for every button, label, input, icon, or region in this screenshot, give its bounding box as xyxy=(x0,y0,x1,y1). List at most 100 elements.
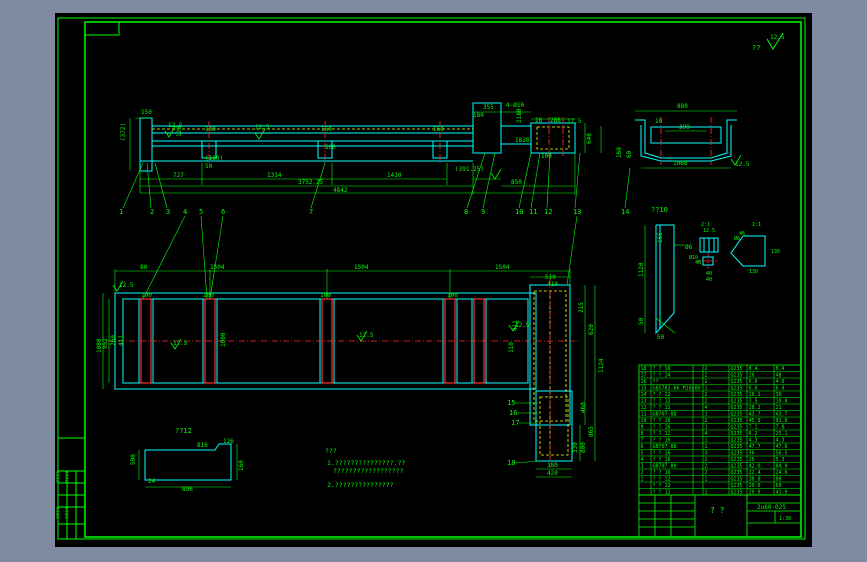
end-dim-5: 60 xyxy=(626,150,633,158)
bom-cell-r0-c3: Q235 xyxy=(731,366,743,372)
bom-cell-r7-c1: GB707-88 xyxy=(653,412,677,418)
top-view: 150 (372) 180 160 160 160 (160) 120 50 7… xyxy=(119,102,602,216)
bom-cell-r18-c1: ? ? 12 xyxy=(653,483,671,489)
end-rough: 12.5 xyxy=(735,161,750,168)
bom-cell-r11-c5: 4.3 xyxy=(776,438,785,444)
bom-cell-r7-c2: 1 xyxy=(705,412,708,418)
bom-cell-r1-c2: 2 xyxy=(705,373,708,379)
small-label-7: Ø6 xyxy=(734,235,740,242)
top-dim-12: 3752.25 xyxy=(298,179,324,186)
bom-cell-r6-c2: 4 xyxy=(705,405,708,411)
top-dim-7: 120 xyxy=(176,126,183,137)
bom-cell-r13-c3: Q235 xyxy=(731,451,743,457)
bom-cell-r19-c4: 20.9 xyxy=(749,490,761,496)
bom-cell-r16-c0: 2 xyxy=(641,470,644,476)
bom-cell-r2-c0: 16 xyxy=(641,379,647,385)
plan-dim-8: 100 xyxy=(320,292,331,299)
bom-cell-r15-c4: 42.0 xyxy=(749,464,761,470)
bom-cell-r7-c3: Q235 xyxy=(731,412,743,418)
top-dim-24: 100 xyxy=(541,153,552,160)
plan-balloon-4: 16 xyxy=(509,409,517,417)
bom-cell-r19-c5: 41.9 xyxy=(776,490,788,496)
top-dim-0: 150 xyxy=(141,109,152,116)
bom-cell-r3-c0: 15 xyxy=(641,386,647,392)
svg-text:????: ???? xyxy=(65,471,71,483)
detail-10-dim-0: 165 xyxy=(657,232,664,243)
bom-cell-r6-c0: 12 xyxy=(641,405,647,411)
plan-dim-10: 1080 xyxy=(96,338,103,353)
top-dim-20: 1820 xyxy=(515,137,530,144)
bom-cell-r1-c3: Q235 xyxy=(731,373,743,379)
bom-cell-r17-c2: 1 xyxy=(705,477,708,483)
bom-cell-r9-c4: 7.1 xyxy=(749,425,758,431)
bom-cell-r16-c4: 22.4 xyxy=(749,470,761,476)
bom-cell-r5-c3: Q235 xyxy=(731,399,743,405)
title-block: ? ? 2u60-025 1:30 xyxy=(638,494,802,538)
plan-view: 80 1504 1504 1504 510 410 100 100 100 10… xyxy=(96,208,605,478)
top-balloon-3: 7 xyxy=(309,208,313,216)
plan-dim-24: 380 xyxy=(547,462,558,469)
plan-dim-13: 411 xyxy=(118,335,125,346)
bom-cell-r12-c5: 47.6 xyxy=(776,444,788,450)
bom-cell-r10-c2: 4 xyxy=(705,431,708,437)
cad-drawing-canvas[interactable]: ???? ???? ???? ???? ?? 12.5 xyxy=(55,13,812,547)
bom-cell-r6-c3: Q235 xyxy=(731,405,743,411)
bom-cell-r17-c0: 1 xyxy=(641,477,644,483)
top-dim-1: (372) xyxy=(120,123,127,141)
plan-dim-2: 1504 xyxy=(354,264,369,271)
top-dim-23: 640 xyxy=(586,133,593,144)
small-label-2: 12.5 xyxy=(703,228,715,234)
bom-cell-r3-c3: Q235 xyxy=(731,386,743,392)
bom-cell-r10-c0: 8 xyxy=(641,431,644,437)
bom-cell-r13-c0: 5 xyxy=(641,451,644,457)
top-dim-21: 288 xyxy=(550,117,561,124)
top-dim-8: 50 xyxy=(205,163,213,170)
plan-dim-23: 800 xyxy=(580,442,587,453)
plan-roughness-marks xyxy=(112,280,520,350)
notes-line-1: 1.???????????????.?? xyxy=(327,459,405,467)
bom-cell-r19-c1: ? ? 12 xyxy=(653,490,671,496)
top-dim-19: 16 xyxy=(535,117,543,124)
top-balloon-9: 13 xyxy=(573,208,581,216)
bom-cell-r0-c1: ? ? 16 xyxy=(653,366,671,372)
bom-cell-r1-c4: 26 xyxy=(749,373,755,379)
plan-dim-9: 100 xyxy=(447,292,458,299)
top-dim-13: 4842 xyxy=(333,187,348,194)
bom-cell-r8-c0: 10 xyxy=(641,418,647,424)
plan-dim-18: 411 xyxy=(512,320,519,331)
bom-cell-r4-c1: ? ? 12 xyxy=(653,392,671,398)
detail-10: ??10 165 1120 50 50 Ø6 xyxy=(638,206,693,341)
top-dim-2: 180 xyxy=(205,126,216,133)
bom-cell-r3-c4: 6.0 xyxy=(749,386,758,392)
bom-cell-r9-c5: 7.8 xyxy=(776,425,785,431)
cad-drawing: ???? ???? ???? ???? ?? 12.5 xyxy=(56,17,806,540)
bom-cell-r15-c1: GB707-88 xyxy=(653,464,677,470)
bom-cell-r2-c4: 5.0 xyxy=(749,379,758,385)
detail-10-title: ??10 xyxy=(651,206,668,214)
notes-line-2: 2.??????????????? xyxy=(327,481,394,489)
bom-cell-r8-c1: ? ? 16 xyxy=(653,418,671,424)
plan-dim-25: 420 xyxy=(547,470,558,477)
bom-cell-r0-c4: 8.4 xyxy=(749,366,758,372)
top-rough-2: 12.5 xyxy=(567,118,582,125)
top-rough-0: 12.5 xyxy=(168,122,183,129)
bom-cell-r5-c2: 2 xyxy=(705,399,708,405)
svg-text:????: ???? xyxy=(56,471,62,483)
bom-cell-r2-c3: Q235 xyxy=(731,379,743,385)
roughness-general-label: ?? xyxy=(752,44,760,52)
small-label-8: 130 xyxy=(771,249,780,255)
bom-cell-r17-c3: Q235 xyxy=(731,477,743,483)
bom-cell-r18-c4: 20.0 xyxy=(749,483,761,489)
bom-cell-r2-c5: 4.0 xyxy=(776,379,785,385)
top-dim-22: 850 xyxy=(511,179,522,186)
top-roughness-marks: 12.5 12.5 12.5 xyxy=(164,118,582,180)
bom-cell-r14-c5: 5.3 xyxy=(776,457,785,463)
bom-cell-r15-c5: 84.0 xyxy=(776,464,788,470)
plan-rough-2: 12.5 xyxy=(359,332,374,339)
bom-cell-r15-c3: Q235 xyxy=(731,464,743,470)
bom-cell-r14-c2: 2 xyxy=(705,457,708,463)
top-dim-10: 1314 xyxy=(267,172,282,179)
bom-cell-r11-c2: 1 xyxy=(705,438,708,444)
plan-dim-12: 760 xyxy=(110,335,117,346)
